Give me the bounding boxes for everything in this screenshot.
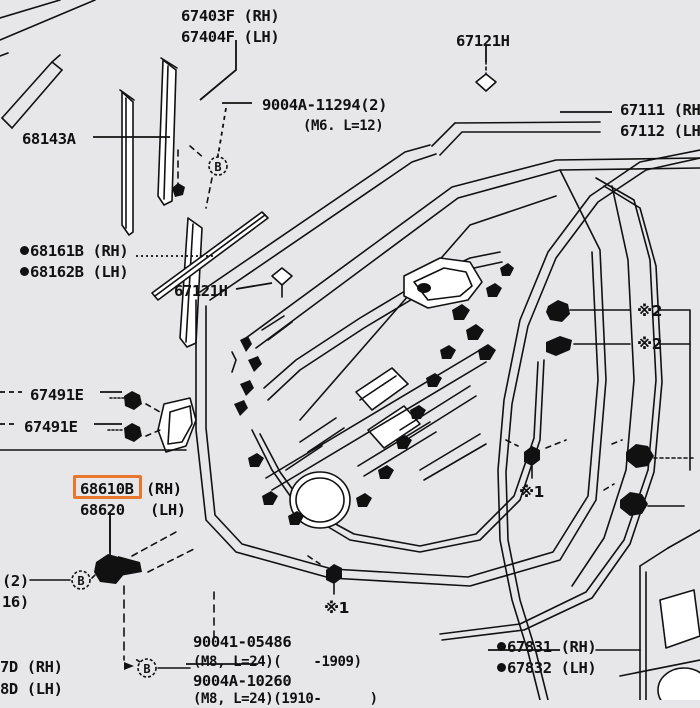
label-text: 9004A-11294(2) xyxy=(262,96,388,114)
label-text: 7D (RH) xyxy=(0,658,63,676)
label-text: 68143A xyxy=(22,130,76,148)
label-text: (M8, L=24)( -1909) xyxy=(193,654,362,670)
part-label-l-kome1-mid[interactable]: ※1 xyxy=(324,599,350,617)
part-label-l-68143a[interactable]: 68143A xyxy=(22,130,76,148)
part-label-l-9004a-11294[interactable]: 9004A-11294(2) xyxy=(262,96,388,114)
part-label-l-67403f[interactable]: 67403F (RH) xyxy=(181,7,280,25)
label-text: (M6. L=12) xyxy=(303,118,384,134)
label-text: ※2 xyxy=(637,335,663,353)
part-label-l-67838d[interactable]: 8D (LH) xyxy=(0,680,63,698)
label-text: 67121H xyxy=(174,282,228,300)
part-label-l-67491e-a[interactable]: 67491E xyxy=(30,386,84,404)
part-label-l-9004a-10260[interactable]: 9004A-10260 xyxy=(193,672,292,690)
part-label-l-68610b-rh[interactable]: (RH) xyxy=(146,480,182,498)
bullet-icon xyxy=(20,246,29,255)
label-text: 67111 (RH xyxy=(620,101,700,119)
part-label-l-68620[interactable]: 68620 xyxy=(80,501,125,519)
bullet-icon xyxy=(20,267,29,276)
part-label-l-qty2[interactable]: (2) xyxy=(2,572,29,590)
label-text: 68162B (LH) xyxy=(30,263,129,281)
label-text: 67404F (LH) xyxy=(181,28,280,46)
part-label-l-kome2-b[interactable]: ※2 xyxy=(637,335,663,353)
label-text: (LH) xyxy=(150,501,186,519)
label-text: (2) xyxy=(2,572,29,590)
part-label-l-67404f[interactable]: 67404F (LH) xyxy=(181,28,280,46)
label-text: 67491E xyxy=(24,418,78,436)
label-text: 68620 xyxy=(80,501,125,519)
label-text: (M8, L=24)(1910- ) xyxy=(193,691,378,707)
label-text: 68610B xyxy=(80,480,134,498)
label-text: 67403F (RH) xyxy=(181,7,280,25)
part-label-l-m6l12[interactable]: (M6. L=12) xyxy=(303,118,384,135)
part-label-l-68161b[interactable]: 68161B (RH) xyxy=(20,242,129,260)
label-text: 9004A-10260 xyxy=(193,672,292,690)
part-label-l-kome2-a[interactable]: ※2 xyxy=(637,302,663,320)
part-label-l-67112[interactable]: 67112 (LH xyxy=(620,122,700,140)
part-label-l-67121h-mid[interactable]: 67121H xyxy=(174,282,228,300)
part-label-l-m8l24-1909[interactable]: (M8, L=24)( -1909) xyxy=(193,654,362,671)
part-label-l-68162b[interactable]: 68162B (LH) xyxy=(20,263,129,281)
bullet-icon xyxy=(497,642,506,651)
part-label-l-68610b[interactable]: 68610B xyxy=(80,480,134,498)
part-label-l-90041-05486[interactable]: 90041-05486 xyxy=(193,633,292,651)
bullet-icon xyxy=(497,663,506,672)
label-text: ※1 xyxy=(324,599,350,617)
part-label-l-67491e-b[interactable]: 67491E xyxy=(24,418,78,436)
part-label-l-qty16[interactable]: 16) xyxy=(2,593,29,611)
label-text: 8D (LH) xyxy=(0,680,63,698)
label-text: 90041-05486 xyxy=(193,633,292,651)
label-text: 67121H xyxy=(456,32,510,50)
label-text: ※2 xyxy=(637,302,663,320)
label-text: 67832 (LH) xyxy=(507,659,597,677)
label-text: ※1 xyxy=(519,483,545,501)
label-text: 67831 (RH) xyxy=(507,638,597,656)
label-text: 68161B (RH) xyxy=(30,242,129,260)
label-text: (RH) xyxy=(146,480,182,498)
part-label-l-67832[interactable]: 67832 (LH) xyxy=(497,659,597,677)
part-label-l-68620-lh[interactable]: (LH) xyxy=(150,501,186,519)
part-label-l-kome1-right[interactable]: ※1 xyxy=(519,483,545,501)
part-label-l-67831[interactable]: 67831 (RH) xyxy=(497,638,597,656)
label-text: 67112 (LH xyxy=(620,122,700,140)
label-text: 16) xyxy=(2,593,29,611)
part-label-l-67837d[interactable]: 7D (RH) xyxy=(0,658,63,676)
part-label-l-67111[interactable]: 67111 (RH xyxy=(620,101,700,119)
label-text: 67491E xyxy=(30,386,84,404)
part-label-l-67121h-top[interactable]: 67121H xyxy=(456,32,510,50)
